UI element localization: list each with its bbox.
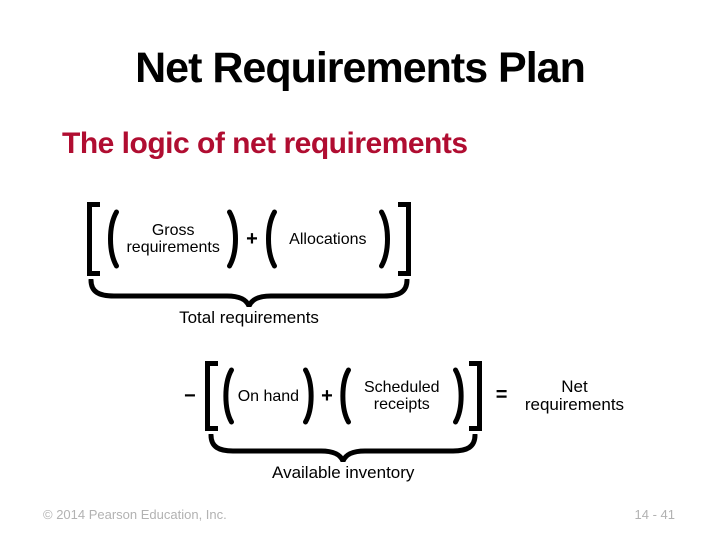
- right-paren-icon: [302, 367, 317, 425]
- left-paren-icon: [220, 367, 235, 425]
- right-paren-icon: [226, 209, 242, 269]
- slide-subtitle: The logic of net requirements: [62, 127, 468, 160]
- right-square-bracket-icon: [397, 202, 411, 276]
- page-title: Net Requirements Plan: [135, 44, 586, 92]
- label-total-requirements: Total requirements: [179, 308, 319, 327]
- right-paren-icon: [452, 367, 467, 425]
- plus-operator: +: [246, 228, 258, 250]
- term-gross-requirements: Gross requirements: [126, 222, 220, 256]
- plus-operator: +: [321, 385, 333, 407]
- term-on-hand: On hand: [237, 387, 300, 405]
- available-inventory-expression: On hand + Scheduled receipts: [204, 361, 482, 431]
- left-paren-icon: [262, 209, 278, 269]
- result-net-requirements: Net requirements: [524, 377, 625, 414]
- term-allocations: Allocations: [289, 230, 367, 248]
- right-square-bracket-icon: [468, 361, 482, 431]
- underbrace-icon: [88, 279, 410, 307]
- footer-copyright: © 2014 Pearson Education, Inc.: [43, 507, 227, 522]
- underbrace-icon: [208, 434, 478, 462]
- label-available-inventory: Available inventory: [272, 463, 415, 482]
- left-square-bracket-icon: [87, 202, 101, 276]
- left-paren-icon: [104, 209, 120, 269]
- left-paren-icon: [337, 367, 352, 425]
- total-requirements-expression: Gross requirements + Allocations: [87, 202, 411, 276]
- right-paren-icon: [378, 209, 394, 269]
- footer-page-number: 14 - 41: [634, 507, 675, 522]
- equals-operator: =: [495, 384, 508, 406]
- formula-total-requirements: Gross requirements + Allocations Total r…: [87, 202, 411, 328]
- term-scheduled-receipts: Scheduled receipts: [363, 379, 440, 413]
- left-square-bracket-icon: [204, 361, 218, 431]
- minus-operator: −: [184, 385, 196, 407]
- formula-net-requirements: − On hand + Scheduled receipts: [184, 361, 629, 483]
